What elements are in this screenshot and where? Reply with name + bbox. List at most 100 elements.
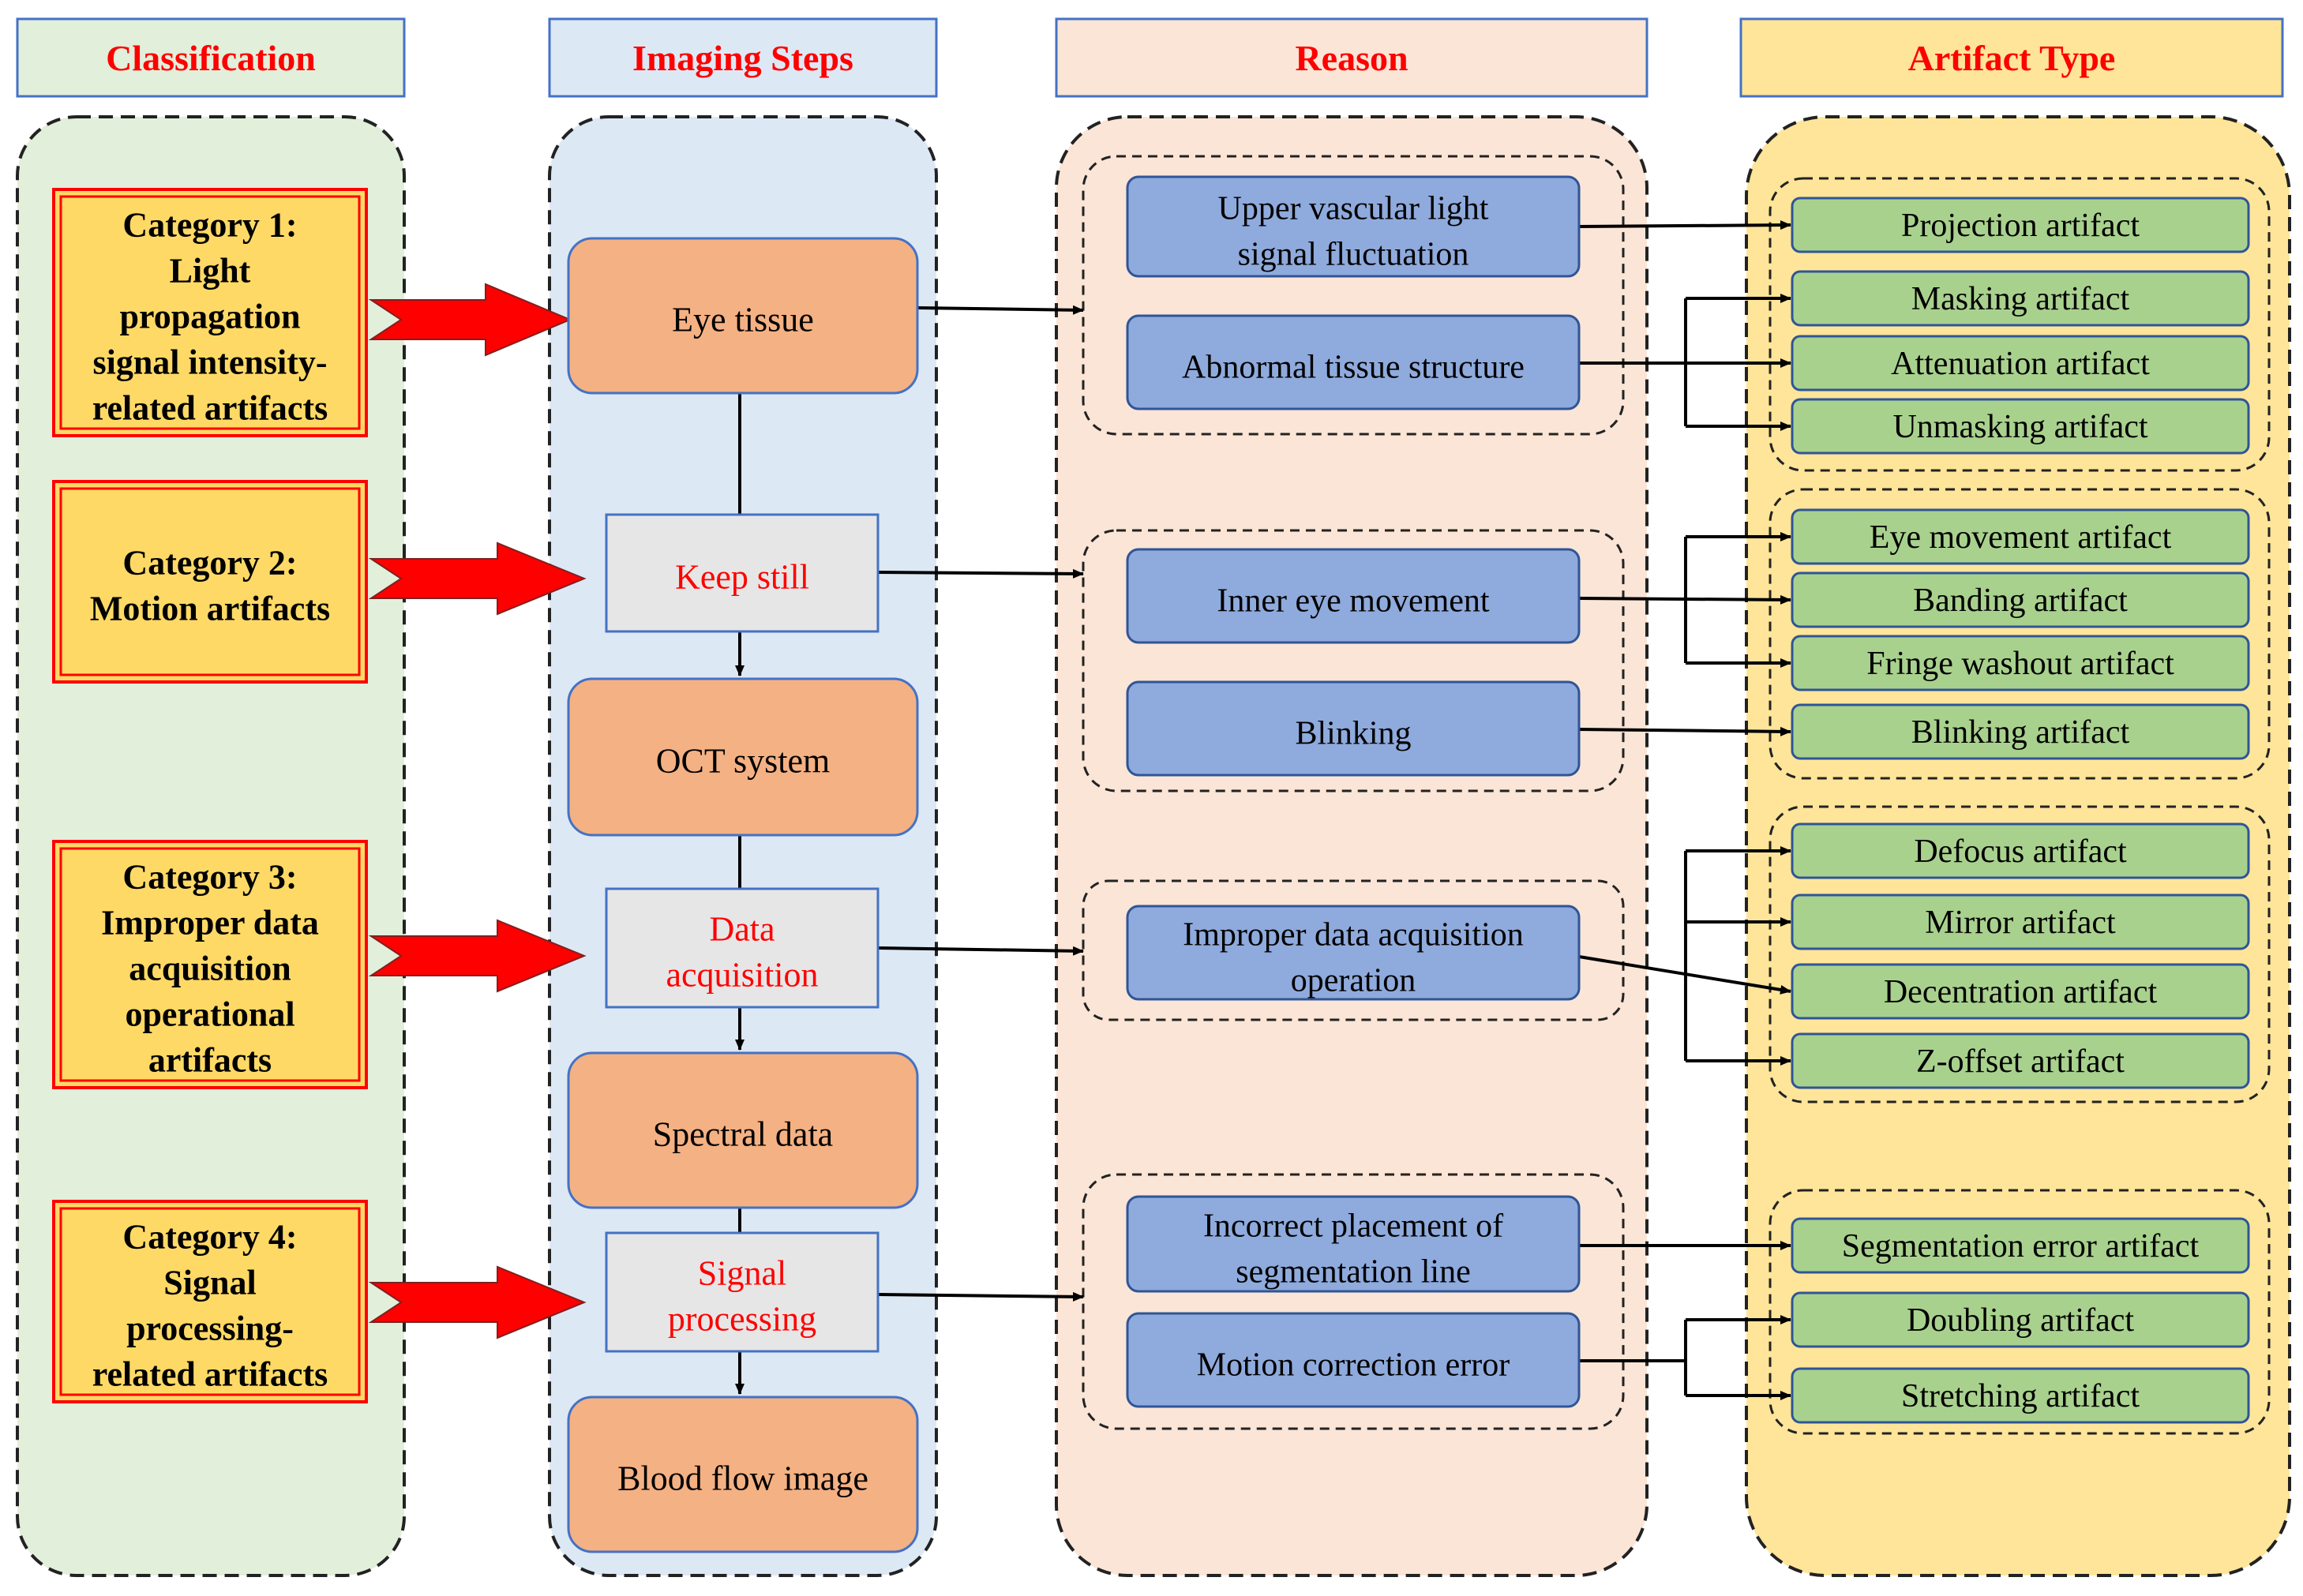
svg-text:Reason: Reason — [1295, 38, 1408, 78]
artifact-box — [1791, 822, 2250, 879]
artifact-box — [1791, 1367, 2250, 1424]
category-inner-border — [59, 847, 361, 1082]
artifact-box — [1791, 894, 2250, 950]
category-label-line: Category 2: — [122, 544, 297, 583]
reason-label-line: signal fluctuation — [1238, 237, 1469, 273]
artifact-box — [1791, 1217, 2250, 1274]
artifact-box — [1791, 508, 2250, 565]
artifact-label: Projection artifact — [1901, 208, 2140, 244]
artifact-box — [1791, 335, 2250, 392]
category-label-line: propagation — [119, 298, 300, 336]
artifact-box — [1791, 270, 2250, 327]
reason-box — [1126, 1195, 1581, 1293]
reason-group-1 — [1082, 155, 1625, 436]
imaging-step-2: Keep still — [605, 513, 880, 633]
artifact-label: Segmentation error artifact — [1842, 1228, 2200, 1264]
reason-box-4: Blinking — [1126, 680, 1581, 777]
artifact-box — [1791, 703, 2250, 760]
artifact-box-2: Masking artifact — [1791, 270, 2250, 327]
artifact-label: Eye movement artifact — [1870, 519, 2172, 556]
reason-to-artifact-arrow — [1578, 220, 1791, 230]
artifact-box-12: Z-offset artifact — [1791, 1032, 2250, 1089]
reason-group-3 — [1082, 879, 1625, 1021]
artifact-box-5: Eye movement artifact — [1791, 508, 2250, 565]
step-label-line: Keep still — [675, 558, 809, 597]
header-reason: Reason — [1055, 17, 1648, 98]
step-label-line: acquisition — [666, 956, 818, 995]
reason-box — [1126, 314, 1581, 410]
category-outer-border — [52, 480, 368, 684]
artifact-label: Masking artifact — [1911, 281, 2130, 317]
category-label-line: Signal — [163, 1264, 256, 1302]
artifact-label: Fringe washout artifact — [1866, 646, 2174, 682]
step-box — [567, 1051, 919, 1209]
artifact-box — [1791, 963, 2250, 1020]
svg-text:Imaging Steps: Imaging Steps — [632, 38, 853, 78]
reason-label-line: Abnormal tissue structure — [1182, 350, 1525, 386]
artifact-box-15: Stretching artifact — [1791, 1367, 2250, 1424]
svg-text:Artifact Type: Artifact Type — [1908, 38, 2116, 78]
step-label-line: Eye tissue — [672, 301, 814, 339]
artifact-group-3 — [1769, 805, 2271, 1103]
step-box — [567, 237, 919, 395]
category-outer-border — [52, 188, 368, 437]
reason-box — [1126, 548, 1581, 644]
artifact-group-1 — [1769, 177, 2271, 472]
artifact-box-8: Blinking artifact — [1791, 703, 2250, 760]
reason-box — [1126, 905, 1581, 1001]
reason-box-3: Inner eye movement — [1126, 548, 1581, 644]
artifact-box — [1791, 398, 2250, 455]
artifact-box-10: Mirror artifact — [1791, 894, 2250, 950]
artifact-box-1: Projection artifact — [1791, 197, 2250, 253]
category-label-line: Category 3: — [122, 858, 297, 897]
red-block-arrow — [368, 919, 587, 993]
artifact-box — [1791, 197, 2250, 253]
imaging-step-1: Eye tissue — [567, 237, 919, 395]
step-label-line: Spectral data — [653, 1115, 833, 1154]
category-label-line: signal intensity- — [92, 343, 327, 382]
artifact-box-4: Unmasking artifact — [1791, 398, 2250, 455]
reason-label-line: Blinking — [1295, 716, 1411, 752]
step-label-line: processing — [668, 1300, 816, 1339]
reason-label-line: Improper data acquisition — [1183, 917, 1524, 953]
artifact-box-3: Attenuation artifact — [1791, 335, 2250, 392]
step-to-reason-arrow — [877, 1291, 1084, 1302]
category-box-3: Category 3:Improper dataacquisitionopera… — [52, 840, 368, 1089]
category-inner-border — [59, 487, 361, 676]
artifact-box-11: Decentration artifact — [1791, 963, 2250, 1020]
category-outer-border — [52, 1200, 368, 1403]
header-imaging-steps: Imaging Steps — [548, 17, 938, 98]
imaging-step-5: Spectral data — [567, 1051, 919, 1209]
header-artifact-type: Artifact Type — [1739, 17, 2284, 98]
step-box — [605, 1231, 880, 1353]
artifact-box-14: Doubling artifact — [1791, 1291, 2250, 1348]
artifact-group-4 — [1769, 1189, 2271, 1435]
connectors — [735, 220, 1791, 1400]
reason-group-2 — [1082, 529, 1625, 792]
category-label-line: Improper data — [101, 904, 319, 942]
step-box — [567, 1396, 919, 1553]
red-block-arrow — [368, 283, 572, 357]
step-box — [605, 887, 880, 1009]
artifact-label: Z-offset artifact — [1916, 1043, 2125, 1080]
reason-box — [1126, 680, 1581, 777]
reason-box — [1126, 175, 1581, 278]
artifact-label: Doubling artifact — [1907, 1302, 2134, 1339]
step-label-line: OCT system — [656, 742, 830, 781]
artifact-label: Defocus artifact — [1914, 834, 2127, 870]
artifact-box-9: Defocus artifact — [1791, 822, 2250, 879]
reason-box — [1126, 1312, 1581, 1408]
step-to-reason-arrow — [877, 568, 1084, 579]
red-block-arrow — [368, 541, 587, 616]
step-box — [567, 677, 919, 837]
artifact-label: Attenuation artifact — [1891, 346, 2150, 382]
reason-box-2: Abnormal tissue structure — [1126, 314, 1581, 410]
category-label-line: related artifacts — [92, 389, 328, 428]
category-label-line: operational — [125, 995, 294, 1034]
artifact-label: Blinking artifact — [1911, 714, 2130, 751]
